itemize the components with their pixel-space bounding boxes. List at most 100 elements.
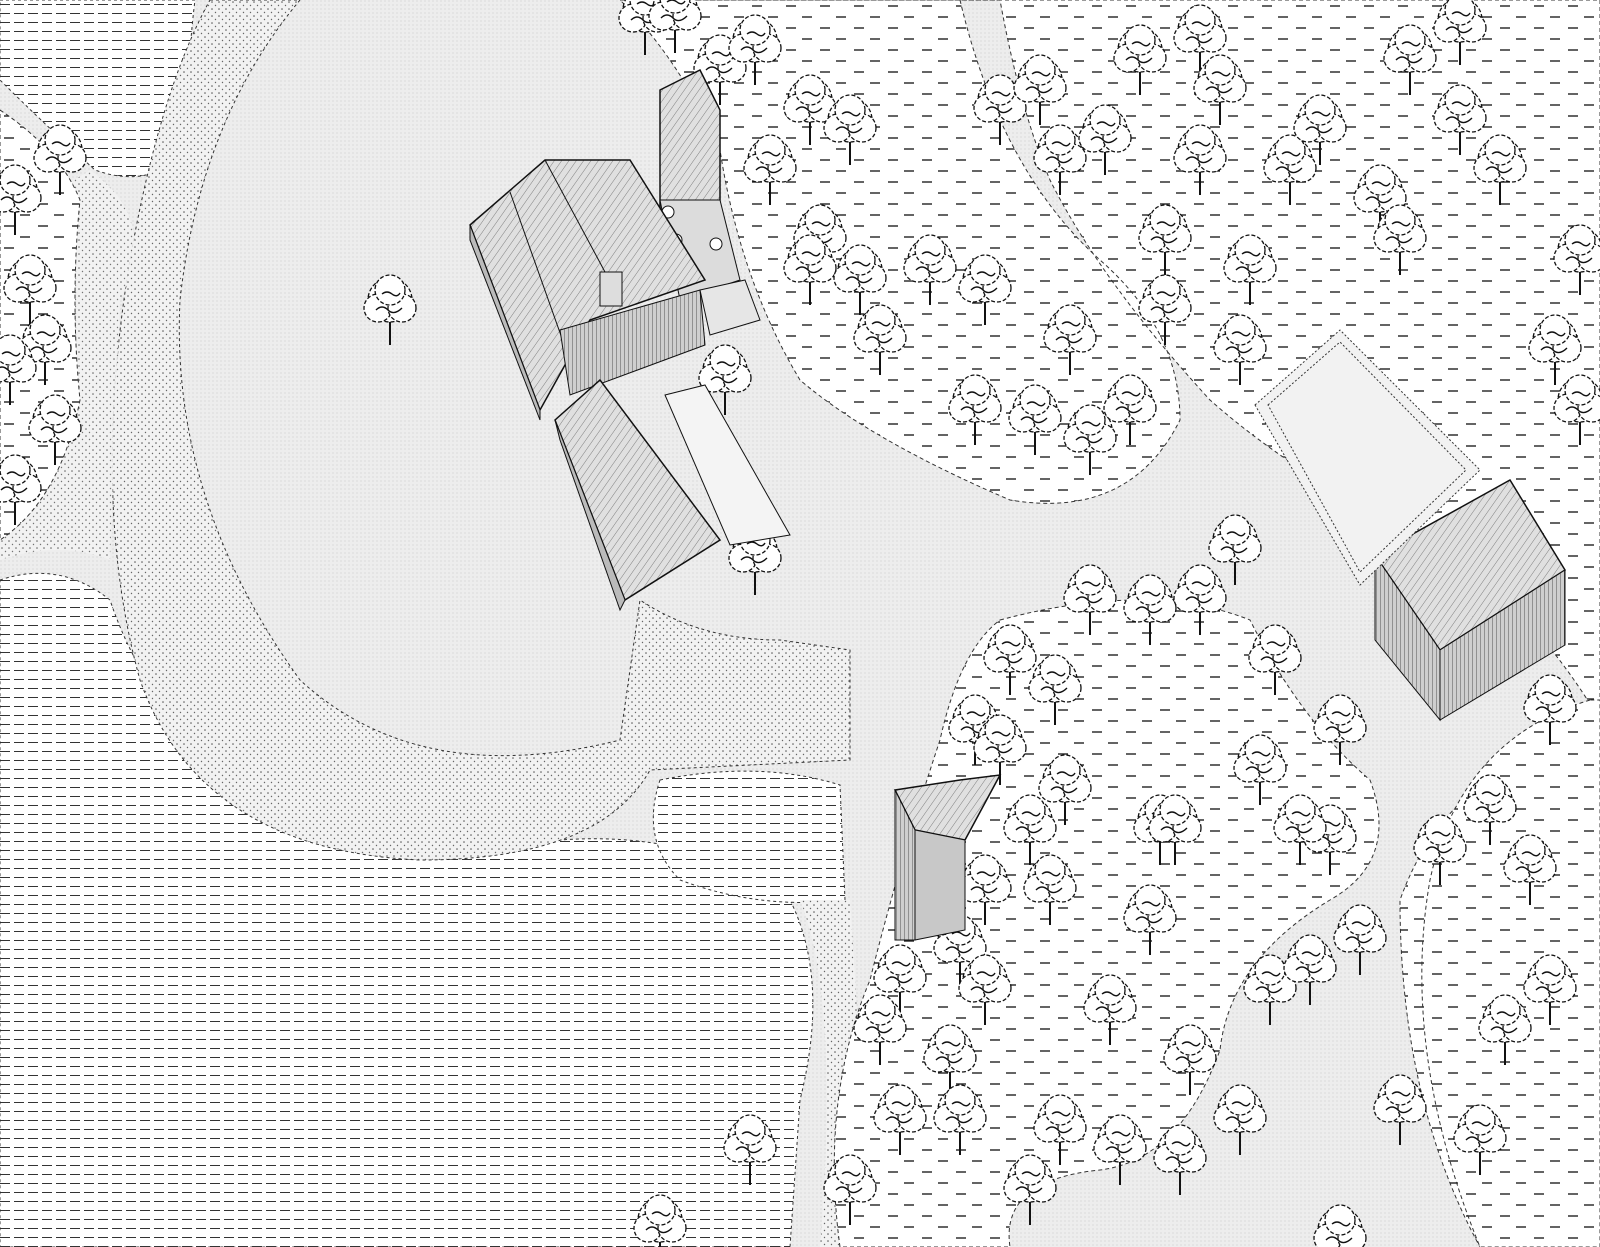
tree-icon [33,124,87,195]
tree-icon [1223,234,1277,305]
buildings [469,68,1567,941]
tree-icon [933,1084,987,1155]
tree-icon [903,234,957,305]
tree-icon [1193,54,1247,125]
tree-icon [1153,1124,1207,1195]
garden-enclosure [1254,329,1481,586]
garage-shed [554,378,791,612]
tree-icon [363,274,417,345]
tree-icon [1273,794,1327,865]
tree-icon [1138,274,1192,345]
tree-icon [1173,4,1227,75]
tree-icon [1213,1084,1267,1155]
tree-icon [1093,1114,1147,1185]
tree-icon [0,164,42,235]
tree-icon [1033,1094,1087,1165]
tree-icon [1313,1204,1367,1247]
tree-icon [1293,94,1347,165]
tree-icon [743,134,797,205]
tree-icon [1313,694,1367,765]
tree-icon [698,344,752,415]
tree-icon [723,1114,777,1185]
tree-icon [1473,134,1527,205]
tree-icon [1138,204,1192,275]
tree-icon [873,944,927,1015]
tree-icon [1453,1104,1507,1175]
tree-icon [923,1024,977,1095]
tree-icon [1248,624,1302,695]
tree-icon [853,304,907,375]
tree-icon [3,254,57,325]
tree-icon [1263,134,1317,205]
tree-icon [823,1154,877,1225]
tree-icon [633,1194,687,1247]
tree-icon [1478,994,1532,1065]
tree-icon [1003,794,1057,865]
tree-icon [1023,854,1077,925]
tree-icon [1553,374,1600,445]
tree-icon [728,14,782,85]
tree-icon [1063,564,1117,635]
barn [1373,478,1567,722]
tree-icon [1173,124,1227,195]
tree-icon [1038,754,1092,825]
tree-icon [18,314,72,385]
tree-icon [0,454,42,525]
tree-icon [1028,654,1082,725]
tree-icon [1413,814,1467,885]
tree-icon [1523,954,1577,1025]
tree-icon [1233,734,1287,805]
tree-icon [1008,384,1062,455]
tree-icon [958,854,1012,925]
tree-icon [1333,904,1387,975]
guest-cabin [893,774,1002,941]
tree-icon [1173,564,1227,635]
tree-icon [0,334,37,405]
tree-icon [1033,124,1087,195]
tree-icon [973,74,1027,145]
tree-icon [973,714,1027,785]
tree-icon [1103,374,1157,445]
tree-icon [1283,934,1337,1005]
tree-icon [783,74,837,145]
tree-icon [1553,224,1600,295]
tree-icon [958,954,1012,1025]
tree-icon [1148,794,1202,865]
tree-icon [783,234,837,305]
tree-icon [1163,1024,1217,1095]
tree-icon [1503,834,1557,905]
tree-icon [983,624,1037,695]
tree-icon [1523,674,1577,745]
tree-icon [833,244,887,315]
tree-icon [1383,24,1437,95]
tree-icon [873,1084,927,1155]
tree-icon [1063,404,1117,475]
tree-icon [823,94,877,165]
tree-icon [648,0,702,53]
tree-icon [1123,574,1177,645]
tree-icon [1208,514,1262,585]
tree-icon [1373,204,1427,275]
tree-icon [958,254,1012,325]
tree-icon [1113,24,1167,95]
tree-icon [1433,84,1487,155]
tree-icon [1433,0,1487,65]
fields-hatch [0,0,846,1247]
tree-icon [1213,314,1267,385]
tree-icon [28,394,82,465]
tree-icon [1013,54,1067,125]
tree-icon [1043,304,1097,375]
tree-icon [948,374,1002,445]
tree-icon [1463,774,1517,845]
tree-icon [853,994,907,1065]
tree-icon [1123,884,1177,955]
tree-icon [1078,104,1132,175]
tree-icon [1243,954,1297,1025]
main-house [469,159,761,421]
tree-icon [1083,974,1137,1045]
tree-icon [1003,1154,1057,1225]
tree-icon [1528,314,1582,385]
